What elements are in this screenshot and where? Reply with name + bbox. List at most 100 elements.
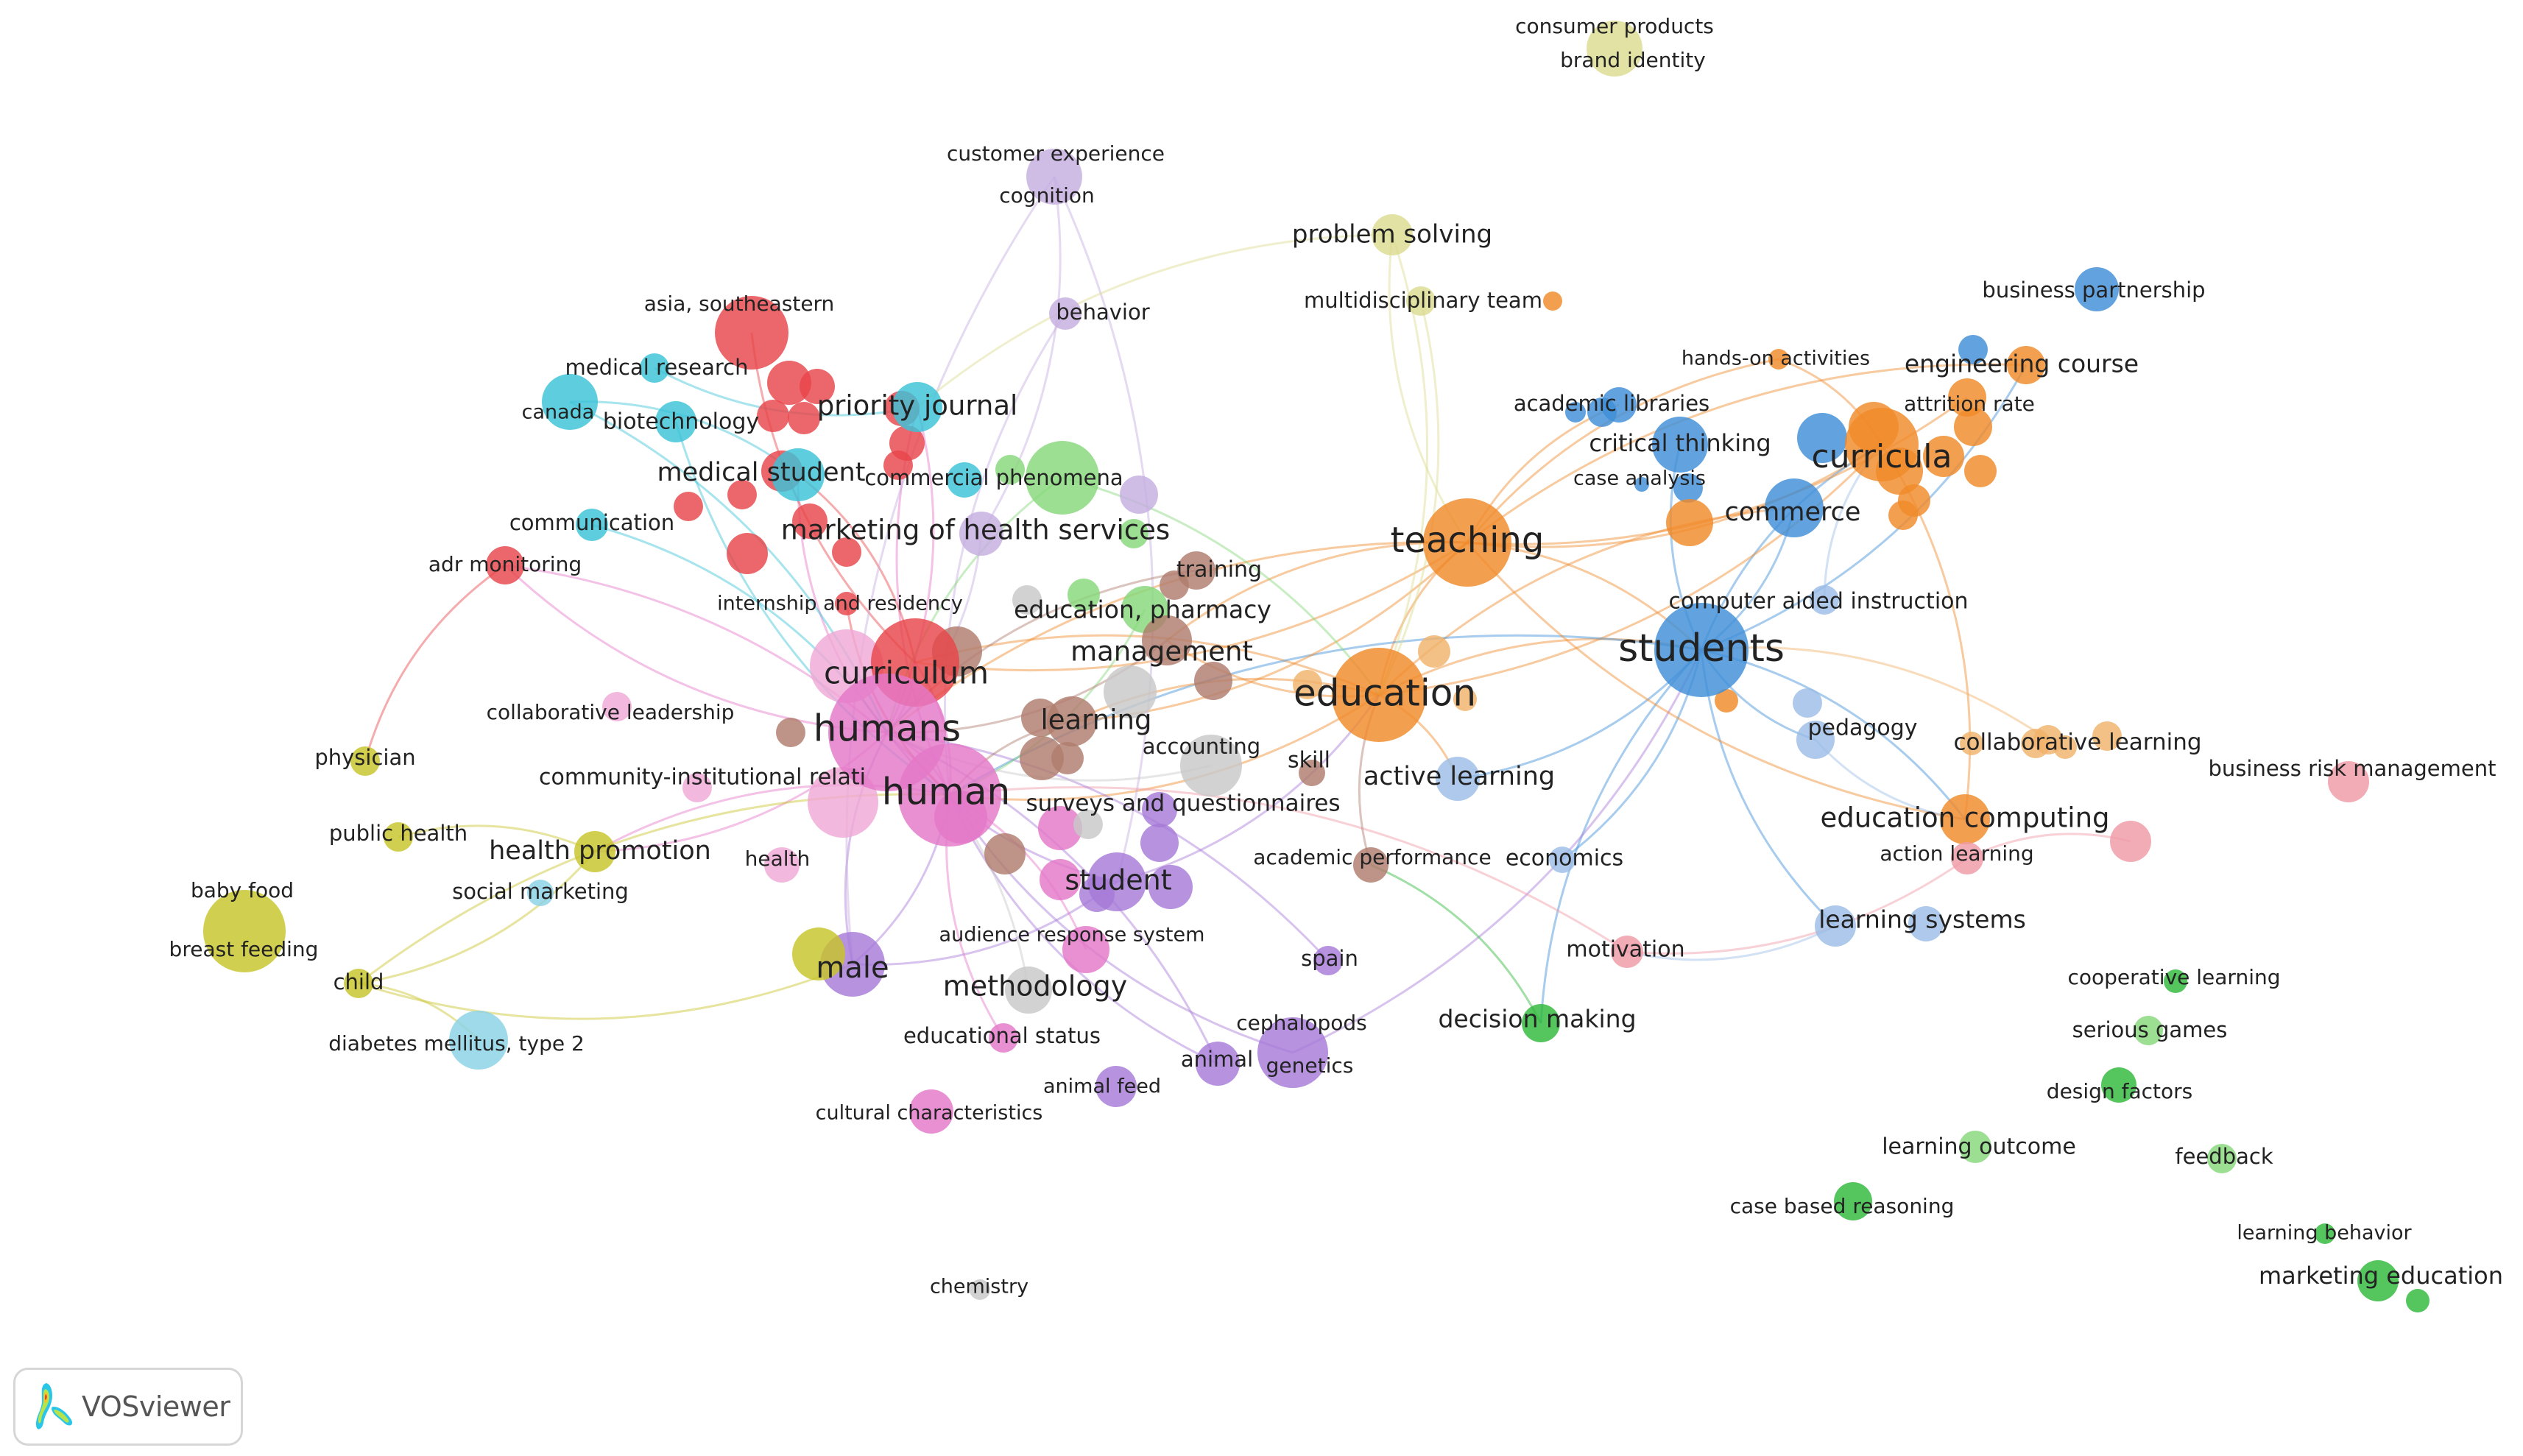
node-multidisciplinary-team[interactable]: [1406, 286, 1436, 316]
node-priority-journal[interactable]: [892, 382, 942, 432]
label-students[interactable]: students: [1618, 626, 1785, 671]
node-physician[interactable]: [350, 746, 380, 776]
node-diabetes-mellitus-type-2[interactable]: [449, 1011, 508, 1070]
label-baby-food[interactable]: baby food: [191, 878, 294, 902]
label-business-partnership[interactable]: business partnership: [1982, 278, 2205, 303]
node-medical-student[interactable]: [772, 448, 825, 501]
node-spain[interactable]: [1313, 946, 1343, 975]
label-animal-feed[interactable]: animal feed: [1043, 1075, 1161, 1098]
label-health[interactable]: health: [745, 847, 811, 871]
node-circle[interactable]: [984, 833, 1026, 874]
node-collaborative-learning[interactable]: [2033, 725, 2063, 754]
node-learning-behavior[interactable]: [2315, 1223, 2335, 1244]
label-cultural-characteristics[interactable]: cultural characteristics: [816, 1102, 1043, 1125]
label-decision-making[interactable]: decision making: [1438, 1005, 1636, 1033]
node-circle[interactable]: [788, 402, 820, 434]
node-circle[interactable]: [1960, 732, 1983, 755]
node-methodology[interactable]: [1005, 966, 1052, 1014]
node-circle[interactable]: [1958, 335, 1988, 364]
label-design-factors[interactable]: design factors: [2047, 1079, 2192, 1103]
label-priority-journal[interactable]: priority journal: [817, 390, 1018, 422]
node-circle[interactable]: [1293, 670, 1322, 699]
node-cephalopods[interactable]: [1257, 1017, 1328, 1088]
node-teaching[interactable]: [1423, 498, 1511, 587]
node-circle[interactable]: [1954, 408, 1992, 446]
node-circle[interactable]: [1120, 476, 1158, 514]
node-skill[interactable]: [1299, 760, 1325, 786]
node-academic-performance[interactable]: [1353, 847, 1388, 883]
node-health[interactable]: [764, 847, 800, 883]
node-child[interactable]: [344, 969, 373, 998]
node-circle[interactable]: [1140, 824, 1179, 862]
node-decision-making[interactable]: [1522, 1004, 1560, 1042]
node-circle[interactable]: [727, 533, 768, 574]
label-business-risk-management[interactable]: business risk management: [2209, 756, 2496, 781]
label-problem-solving[interactable]: problem solving: [1292, 220, 1492, 250]
node-hands-on-activities[interactable]: [1768, 349, 1789, 370]
label-education[interactable]: education: [1294, 672, 1476, 715]
node-circle[interactable]: [1453, 688, 1477, 711]
node-motivation[interactable]: [1611, 936, 1643, 968]
label-commerce[interactable]: commerce: [1725, 498, 1861, 527]
label-humans[interactable]: humans: [814, 707, 961, 750]
node-audience-response-system[interactable]: [1062, 926, 1109, 973]
node-education[interactable]: [1332, 648, 1426, 742]
label-spain[interactable]: spain: [1301, 946, 1358, 971]
label-medical-research[interactable]: medical research: [565, 355, 748, 380]
node-circle[interactable]: [995, 455, 1025, 484]
node-student[interactable]: [1087, 852, 1146, 911]
node-problem-solving[interactable]: [1372, 214, 1413, 255]
node-animal-feed[interactable]: [1095, 1066, 1137, 1107]
label-social-marketing[interactable]: social marketing: [452, 879, 629, 904]
label-brand-identity[interactable]: brand identity: [1560, 48, 1706, 72]
node-circle[interactable]: [1565, 402, 1586, 423]
node-learning-systems[interactable]: [1815, 905, 1856, 947]
node-circle[interactable]: [1104, 665, 1157, 718]
node-marketing-education[interactable]: [2357, 1260, 2399, 1301]
label-consumer-products[interactable]: consumer products: [1515, 14, 1714, 38]
node-cooperative-learning[interactable]: [2164, 969, 2187, 993]
node-circle[interactable]: [776, 718, 805, 747]
label-skill[interactable]: skill: [1288, 748, 1330, 774]
label-curricula[interactable]: curricula: [1812, 438, 1952, 476]
label-student[interactable]: student: [1065, 864, 1171, 897]
label-engineering-course[interactable]: engineering course: [1905, 350, 2139, 378]
label-hands-on-activities[interactable]: hands-on activities: [1682, 347, 1870, 370]
label-curriculum[interactable]: curriculum: [824, 655, 989, 691]
node-circle[interactable]: [727, 480, 757, 509]
label-commercial-phenomena[interactable]: commercial phenomena: [864, 465, 1123, 490]
node-circle[interactable]: [1068, 579, 1100, 611]
node-management[interactable]: [1142, 615, 1192, 665]
node-serious-games[interactable]: [2134, 1016, 2163, 1045]
node-human[interactable]: [898, 743, 1001, 847]
label-learning-behavior[interactable]: learning behavior: [2237, 1222, 2412, 1245]
label-audience-response-system[interactable]: audience response system: [939, 924, 1205, 947]
label-marketing-education[interactable]: marketing education: [2259, 1262, 2503, 1290]
label-education-computing[interactable]: education computing: [1820, 802, 2109, 834]
label-methodology[interactable]: methodology: [943, 970, 1127, 1003]
node-circle[interactable]: [757, 400, 789, 432]
label-child[interactable]: child: [334, 969, 384, 994]
label-internship-and-residency[interactable]: internship and residency: [717, 593, 963, 615]
node-case-based-reasoning[interactable]: [1834, 1182, 1872, 1220]
node-circle[interactable]: [1666, 499, 1713, 546]
node-social-marketing[interactable]: [527, 880, 554, 906]
node-design-factors[interactable]: [2101, 1067, 2136, 1103]
node-circle[interactable]: [1715, 689, 1738, 713]
node-business-partnership[interactable]: [2075, 267, 2119, 311]
label-canada[interactable]: canada: [522, 401, 595, 424]
label-academic-libraries[interactable]: academic libraries: [1514, 391, 1709, 416]
label-chemistry[interactable]: chemistry: [930, 1276, 1028, 1298]
node-circle[interactable]: [1040, 859, 1081, 900]
node-pedagogy[interactable]: [1796, 721, 1835, 759]
label-pedagogy[interactable]: pedagogy: [1807, 715, 1917, 741]
node-accounting[interactable]: [1180, 735, 1242, 796]
node-circle[interactable]: [1194, 662, 1232, 700]
label-cooperative-learning[interactable]: cooperative learning: [2067, 965, 2280, 989]
node-learning[interactable]: [1047, 696, 1097, 746]
node-collaborative-leadership[interactable]: [602, 692, 632, 721]
node-circle[interactable]: [947, 462, 982, 498]
node-action-learning-dot[interactable]: [2110, 821, 2151, 862]
label-animal[interactable]: animal: [1181, 1047, 1253, 1072]
node-feedback[interactable]: [2207, 1144, 2237, 1173]
